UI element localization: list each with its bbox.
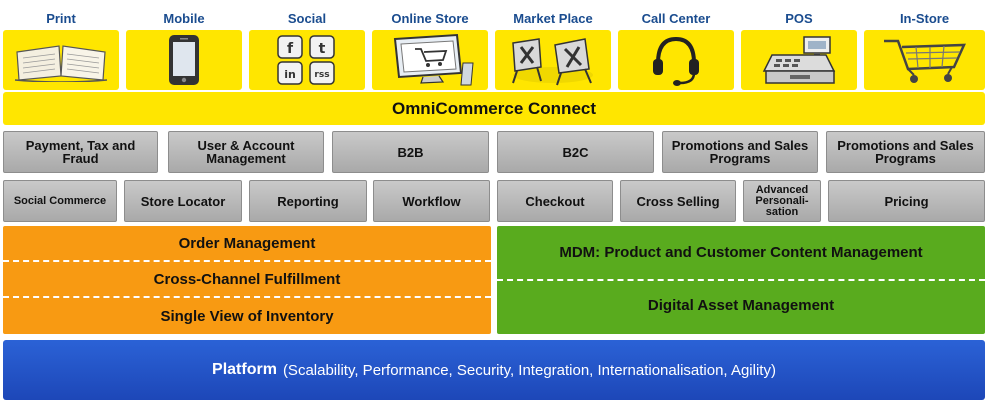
capability-cross-selling: Cross Selling <box>620 180 736 222</box>
linkedin-icon: in <box>284 68 296 81</box>
smartphone-icon <box>169 35 199 85</box>
channel-label-pos: POS <box>785 10 813 26</box>
cross-channel-fulfillment: Cross-Channel Fulfillment <box>153 270 341 288</box>
platform-band: Platform (Scalability, Performance, Secu… <box>3 340 985 400</box>
rss-icon: rss <box>314 70 329 80</box>
capability-payment-tax-fraud: Payment, Tax and Fraud <box>3 131 158 173</box>
mdm-product-customer-content: MDM: Product and Customer Content Manage… <box>559 243 923 261</box>
capability-promotions-sales-programs: Promotions and Sales Programs <box>662 131 818 173</box>
capability-promotions-sales-programs-2: Promotions and Sales Programs <box>826 131 985 173</box>
cash-register-icon <box>762 36 836 84</box>
capability-user-account-management: User & Account Management <box>168 131 324 173</box>
channel-label-market-place: Market Place <box>513 10 593 26</box>
channel-label-online-store: Online Store <box>391 10 469 26</box>
channel-label-in-store: In-Store <box>899 10 950 26</box>
social-media-icons: f t in rss <box>277 35 335 85</box>
capability-workflow: Workflow <box>373 180 490 222</box>
open-book-icon <box>14 45 108 82</box>
market-stands-icon <box>512 38 593 86</box>
headset-icon <box>653 36 699 86</box>
capability-store-locator: Store Locator <box>124 180 242 222</box>
monitor-cart-icon <box>393 33 474 86</box>
channel-tile-print <box>3 30 119 90</box>
channel-label-print: Print <box>46 10 76 26</box>
channel-label-social: Social <box>287 10 327 26</box>
shopping-cart-icon <box>883 39 966 83</box>
channel-tile-social: f t in rss <box>249 30 365 90</box>
channel-label-call-center: Call Center <box>641 10 711 26</box>
order-management-block: Order Management Cross-Channel Fulfillme… <box>3 226 491 334</box>
platform-qualities: (Scalability, Performance, Security, Int… <box>282 361 776 379</box>
channel-tile-pos <box>741 30 857 90</box>
channel-tile-mobile <box>126 30 242 90</box>
twitter-icon: t <box>319 41 326 57</box>
channel-label-mobile: Mobile <box>163 10 205 26</box>
capability-social-commerce: Social Commerce <box>3 180 117 222</box>
capability-pricing: Pricing <box>828 180 985 222</box>
channel-tile-online-store <box>372 30 488 90</box>
single-view-of-inventory: Single View of Inventory <box>160 307 334 325</box>
channel-tile-call-center <box>618 30 734 90</box>
content-management-block: MDM: Product and Customer Content Manage… <box>497 226 985 334</box>
capability-advanced-personalisation: Advanced Personali- sation <box>743 180 821 222</box>
capability-checkout: Checkout <box>497 180 613 222</box>
capability-b2c: B2C <box>497 131 654 173</box>
capability-reporting: Reporting <box>249 180 367 222</box>
channel-tile-in-store <box>864 30 985 90</box>
order-divider-2 <box>3 296 491 298</box>
facebook-icon: f <box>287 41 294 57</box>
capability-b2b: B2B <box>332 131 489 173</box>
content-divider <box>497 279 985 281</box>
order-management: Order Management <box>178 234 316 252</box>
platform-title: Platform <box>212 361 277 378</box>
order-divider-1 <box>3 260 491 262</box>
channel-tile-market-place <box>495 30 611 90</box>
digital-asset-management: Digital Asset Management <box>647 296 835 314</box>
omnicommerce-connect-band: OmniCommerce Connect <box>3 92 985 125</box>
